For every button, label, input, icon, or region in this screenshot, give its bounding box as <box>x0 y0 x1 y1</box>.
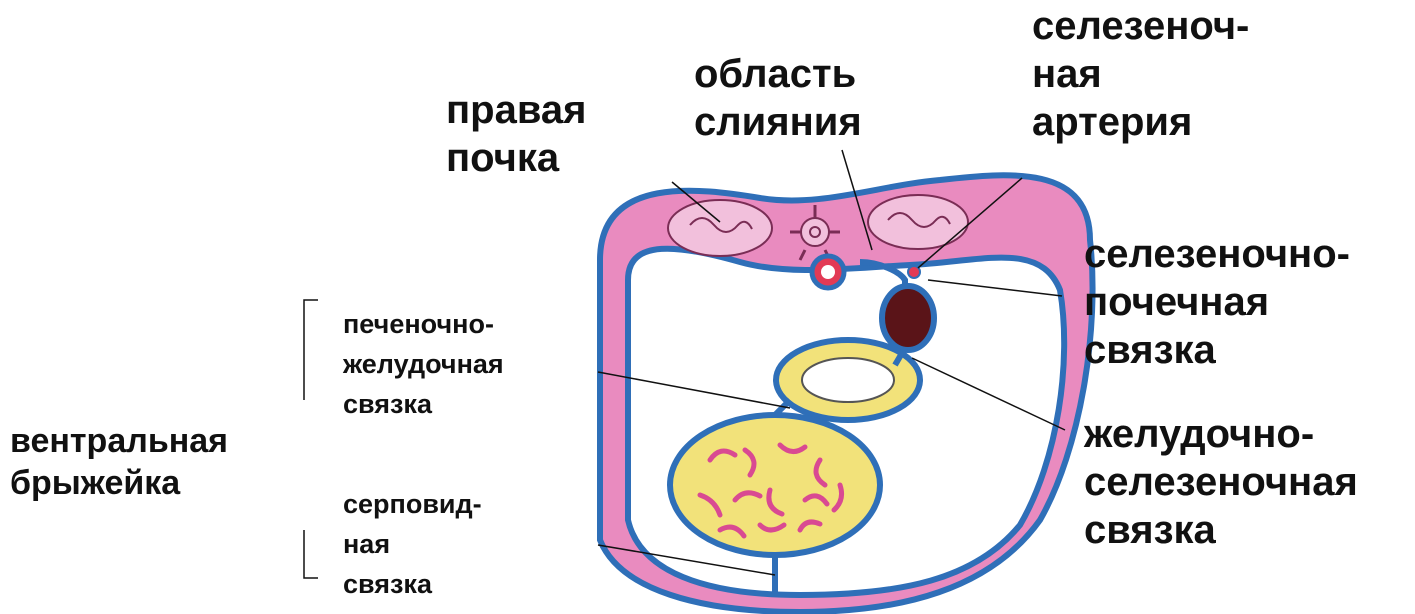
label-ventral-mesentery-line-2: брыжейка <box>10 462 228 504</box>
label-gastrosplenic-line-2: селезеночная <box>1084 458 1358 506</box>
bracket-top <box>304 300 318 400</box>
label-splenic-artery-line-2: ная <box>1032 50 1249 98</box>
label-hepatogastric-line-3: связка <box>343 384 504 424</box>
label-falciform-ligament: серповид- ная связка <box>343 484 482 604</box>
label-splenic-artery: селезеноч- ная артерия <box>1032 2 1249 146</box>
label-falciform-line-2: ная <box>343 524 482 564</box>
label-fusion-area: область слияния <box>694 50 862 146</box>
label-gastrosplenic-line-3: связка <box>1084 506 1358 554</box>
label-right-kidney-line-1: правая <box>446 86 587 134</box>
label-gastrosplenic-line-1: желудочно- <box>1084 410 1358 458</box>
label-right-kidney-line-2: почка <box>446 134 587 182</box>
label-falciform-line-1: серповид- <box>343 484 482 524</box>
label-gastrosplenic-ligament: желудочно- селезеночная связка <box>1084 410 1358 554</box>
label-splenic-artery-line-1: селезеноч- <box>1032 2 1249 50</box>
label-right-kidney: правая почка <box>446 86 587 182</box>
liver <box>670 415 880 555</box>
right-kidney <box>668 200 772 256</box>
label-hepatogastric-line-2: желудочная <box>343 344 504 384</box>
label-ventral-mesentery-line-1: вентральная <box>10 420 228 462</box>
label-splenorenal-line-1: селезеночно- <box>1084 230 1350 278</box>
label-splenorenal-ligament: селезеночно- почечная связка <box>1084 230 1350 374</box>
left-kidney <box>868 195 968 249</box>
label-splenic-artery-line-3: артерия <box>1032 98 1249 146</box>
label-fusion-area-line-1: область <box>694 50 862 98</box>
stomach <box>776 340 920 420</box>
label-hepatogastric-ligament: печеночно- желудочная связка <box>343 304 504 424</box>
bracket-bottom <box>304 530 318 578</box>
aorta <box>812 256 844 288</box>
label-falciform-line-3: связка <box>343 564 482 604</box>
label-ventral-mesentery: вентральная брыжейка <box>10 420 228 504</box>
spleen <box>882 286 934 350</box>
label-fusion-area-line-2: слияния <box>694 98 862 146</box>
label-splenorenal-line-2: почечная <box>1084 278 1350 326</box>
label-splenorenal-line-3: связка <box>1084 326 1350 374</box>
label-hepatogastric-line-1: печеночно- <box>343 304 504 344</box>
